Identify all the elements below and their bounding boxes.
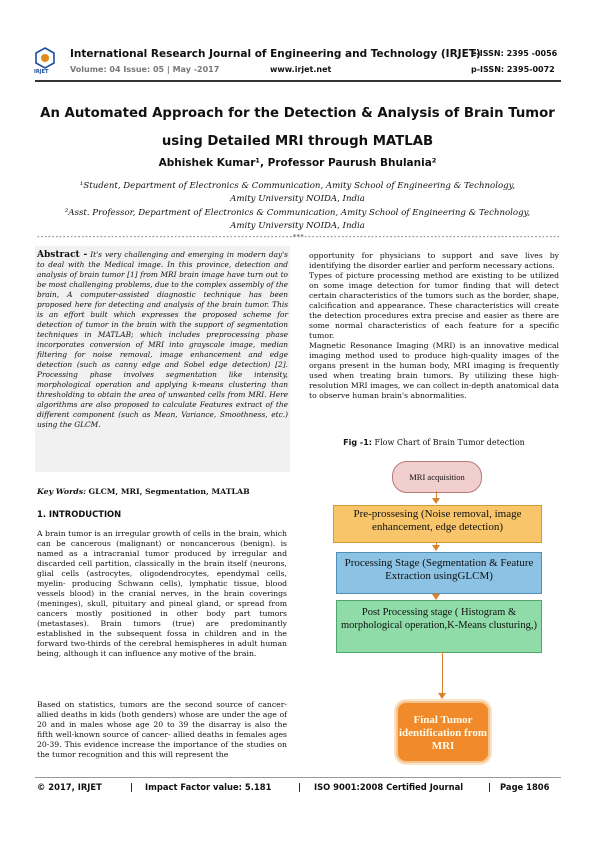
footer-page-number: Page 1806 [500,782,550,792]
flow-node-post-processing: Post Processing stage ( Histogram & morp… [336,600,542,653]
flow-node-preprocessing: Pre-prossesing (Noise removal, image enh… [333,505,542,543]
abstract: Abstract - It's very challenging and eme… [37,250,288,430]
flow-arrowhead [432,594,440,600]
flow-arrowhead [432,545,440,551]
section-heading-introduction: 1. INTRODUCTION [37,509,122,519]
paper-title-line1: An Automated Approach for the Detection … [40,106,555,121]
flow-node-processing-stage: Processing Stage (Segmentation & Feature… [336,552,542,594]
flow-node-final-tumor-identification: Final Tumor identification from MRI [396,701,490,763]
flow-arrow [436,491,437,499]
footer-impact-factor: Impact Factor value: 5.181 [145,782,272,792]
flow-arrowhead [432,498,440,504]
affiliation-1-line1: ¹Student, Department of Electronics & Co… [79,181,516,191]
flow-arrow [436,542,437,546]
intro-paragraph-2: Based on statistics, tumors are the seco… [37,700,287,759]
journal-website[interactable]: www.irjet.net [270,65,332,74]
eissn: e-ISSN: 2395 -0056 [471,49,558,58]
figure-caption: Fig -1: Flow Chart of Brain Tumor detect… [309,438,559,447]
logo-text: IRJET [34,69,49,75]
pissn: p-ISSN: 2395-0072 [471,65,555,74]
intro-paragraph-3: opportunity for physicians to support an… [309,251,559,270]
irjet-logo-icon [35,47,55,69]
footer-separator: | [130,782,134,792]
figure-label: Fig -1: [343,438,372,447]
footer-divider [35,777,561,778]
keywords-text: GLCM, MRI, Segmentation, MATLAB [88,487,250,496]
right-column-text: opportunity for physicians to support an… [309,251,559,401]
affiliation-2-line1: ²Asst. Professor, Department of Electron… [64,208,531,218]
abstract-text: It's very challenging and emerging in mo… [37,250,288,429]
footer-copyright: © 2017, IRJET [37,782,102,792]
keywords-label: Key Words: [37,487,86,496]
intro-paragraph-5: Magnetic Resonance Imaging (MRI) is an i… [309,341,559,400]
footer-iso: ISO 9001:2008 Certified Journal [314,782,464,792]
authors: Abhishek Kumar¹, Professor Paurush Bhula… [158,157,437,169]
intro-paragraph-1: A brain tumor is an irregular growth of … [37,529,287,658]
flow-node-mri-acquisition: MRI acquisition [392,461,482,493]
paper-title-line2: using Detailed MRI through MATLAB [161,134,434,149]
header-divider [35,80,561,82]
abstract-background [35,246,290,472]
footer-separator: | [298,782,302,792]
flow-arrow [442,652,443,694]
flow-arrowhead [438,693,446,699]
abstract-label: Abstract - [37,250,88,260]
keywords: Key Words: GLCM, MRI, Segmentation, MATL… [37,487,287,496]
section-separator: ----------------------------------------… [36,233,560,241]
journal-name: International Research Journal of Engine… [70,48,481,60]
intro-paragraph-4: Types of picture processing method are e… [309,271,559,340]
figure-caption-text: Flow Chart of Brain Tumor detection [374,438,525,447]
volume-info: Volume: 04 Issue: 05 | May -2017 [70,65,220,74]
affiliation-2-line2: Amity University NOIDA, India [230,221,365,231]
footer-separator: | [488,782,492,792]
affiliation-1-line2: Amity University NOIDA, India [230,194,365,204]
